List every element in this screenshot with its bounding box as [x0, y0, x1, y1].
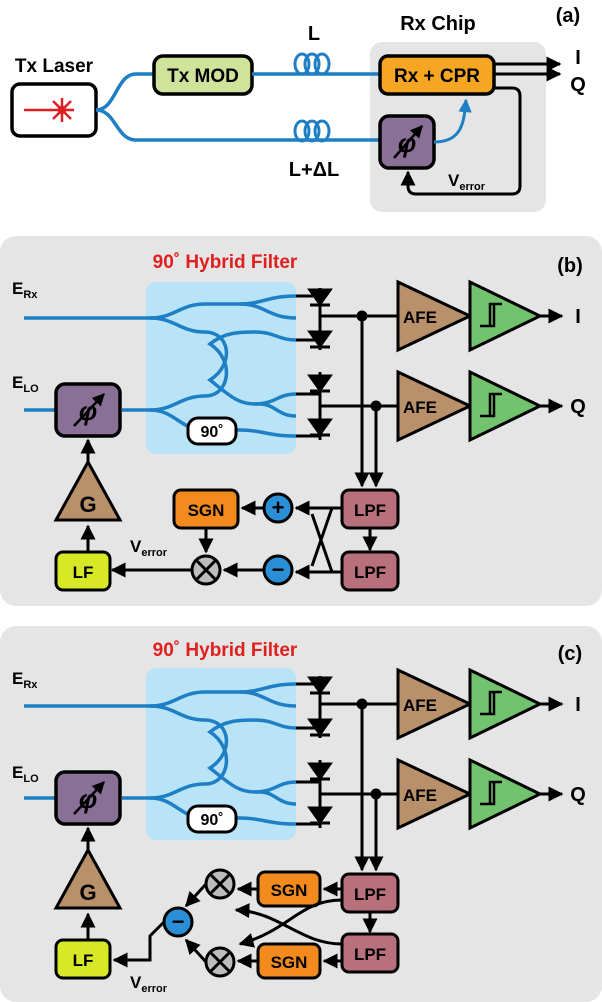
e-rx-label-b: ERx [12, 279, 38, 301]
limiter-q-c [468, 757, 544, 831]
fiber-split-top [95, 72, 154, 112]
panel-c: 90˚ Hybrid Filter (c) ERx ELO 90˚ [0, 626, 602, 1002]
loop-filter-c [54, 938, 112, 980]
v-error-c: Verror [130, 973, 168, 995]
e-lo-label-b: ELO [12, 373, 39, 395]
tx-laser-label: Tx Laser [15, 56, 94, 77]
panel-c-label: (c) [558, 643, 582, 665]
afe-i-label-c: AFE [403, 696, 437, 715]
lpf-2-label-b: LPF [354, 563, 386, 582]
limiter-i-b [468, 279, 544, 353]
fiber-length-bottom: L+ΔL [289, 159, 340, 181]
sgn-label-b: SGN [188, 501, 225, 520]
sgn-2-label-c: SGN [271, 953, 308, 972]
lf-label-c: LF [73, 951, 94, 970]
hysteresis-icon [480, 302, 502, 328]
lpf-2-c [340, 932, 400, 974]
out-q-label-b: Q [570, 396, 586, 418]
cross-wiring-b [294, 500, 342, 580]
afe-q-c [396, 757, 474, 831]
output-q-label: Q [570, 74, 586, 96]
sub-to-lf-c [112, 920, 166, 968]
balanced-pd-q-c [296, 760, 398, 828]
lpf-2-label-c: LPF [354, 945, 386, 964]
cross-wiring-c [234, 881, 343, 969]
multiply-icon [208, 950, 232, 974]
out-q-label-c: Q [570, 784, 586, 806]
e-lo-label-c: ELO [12, 763, 39, 785]
phase-90-label-b: 90˚ [200, 424, 223, 441]
fiber-coil-top-icon [293, 52, 331, 76]
fiber-split-bottom [95, 108, 288, 142]
mixer2-to-sub-c [184, 938, 208, 964]
panel-c-title: 90˚ Hybrid Filter [153, 640, 298, 661]
v-error-b: Verror [130, 537, 168, 559]
minus-label-c: − [172, 909, 185, 934]
e-rx-label-c: ERx [12, 669, 38, 691]
multiply-icon [194, 558, 218, 582]
hysteresis-icon [480, 690, 502, 716]
gain-c [53, 846, 123, 910]
lo-to-rx-fiber [433, 98, 472, 144]
laser-burst-icon [24, 98, 74, 122]
balanced-pd-q-b [296, 372, 398, 440]
v-error-a: Verror [448, 171, 486, 193]
panel-b: 90˚ Hybrid Filter (b) ERx ELO 90˚ [0, 236, 602, 606]
afe-i-c [396, 667, 474, 741]
panel-a-label: (a) [556, 5, 580, 27]
hybrid-region-c [146, 668, 296, 840]
tunable-arrow-icon [73, 781, 105, 815]
afe-i-b [396, 279, 474, 353]
limiter-i-c [468, 667, 544, 741]
lf-label-b: LF [73, 563, 94, 582]
tx-mod-label: Tx MOD [167, 66, 239, 87]
error-feedback-path [400, 86, 522, 196]
hysteresis-icon [480, 392, 502, 418]
afe-q-label-c: AFE [403, 786, 437, 805]
afe-i-label-b: AFE [403, 308, 437, 327]
output-i-label: I [575, 47, 581, 69]
loop-filter-b [54, 550, 112, 592]
hysteresis-icon [480, 780, 502, 806]
sgn-1-label-c: SGN [271, 881, 308, 900]
phase-90-label-c: 90˚ [200, 812, 223, 829]
rx-chip-label: Rx Chip [400, 13, 476, 35]
panel-b-label: (b) [557, 255, 583, 277]
tunable-arrow-icon [73, 393, 105, 427]
fiber-length-top: L [308, 23, 320, 45]
gain-label-b: G [79, 492, 96, 517]
out-i-label-b: I [575, 306, 581, 328]
panel-a: (a) Rx Chip Tx Laser Tx MOD L L+ΔL Rx + … [10, 5, 586, 212]
out-i-label-c: I [575, 694, 581, 716]
fiber-coil-bottom-icon [293, 119, 331, 143]
mixer1-to-sub-c [184, 882, 208, 908]
panel-b-title: 90˚ Hybrid Filter [153, 252, 298, 273]
limiter-q-b [468, 369, 544, 443]
minus-label-b: − [272, 557, 285, 582]
lpf-1-label-b: LPF [354, 501, 386, 520]
multiply-icon [208, 872, 232, 896]
phase-90-box-c [186, 804, 238, 834]
rx-cpr-label: Rx + CPR [394, 66, 480, 87]
tunable-arrow-icon [393, 125, 423, 159]
phase-90-box-b [186, 416, 238, 446]
gain-b [53, 458, 123, 522]
plus-label-b: + [272, 495, 285, 520]
gain-label-c: G [79, 880, 96, 905]
afe-q-label-b: AFE [403, 398, 437, 417]
afe-q-b [396, 369, 474, 443]
lpf-1-label-c: LPF [354, 885, 386, 904]
